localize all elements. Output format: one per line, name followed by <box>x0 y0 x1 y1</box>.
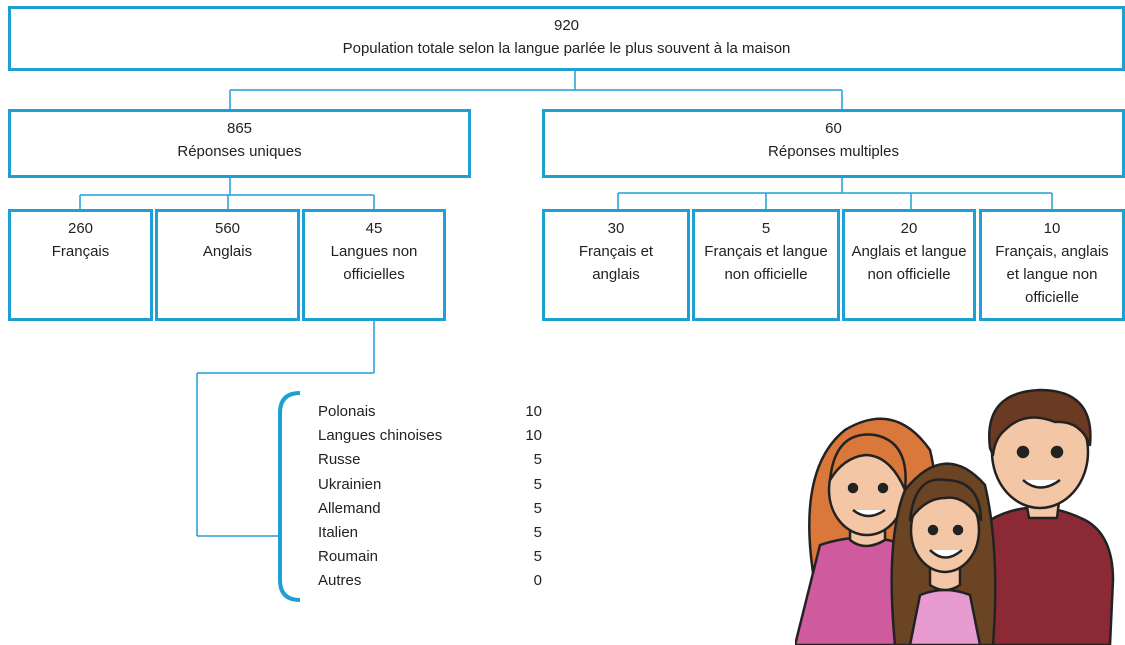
fr-en-value: 30 <box>607 220 625 237</box>
language-value: 5 <box>533 548 542 566</box>
fr-non-official-label-2: non officielle <box>724 266 808 283</box>
francais-value: 260 <box>67 220 94 237</box>
list-item: Langues chinoises 10 <box>318 424 542 448</box>
anglais-box: 560 Anglais <box>155 209 300 321</box>
language-value: 10 <box>525 403 542 420</box>
fr-en-non-official-label-2: et langue non <box>1006 266 1098 283</box>
fr-en-non-official-label-3: officielle <box>1025 289 1079 306</box>
francais-label: Français <box>51 243 110 260</box>
fr-en-label-2: anglais <box>592 266 640 283</box>
fr-en-non-official-label-1: Français, anglais <box>995 243 1109 260</box>
non-official-label-1: Langues non <box>330 243 418 260</box>
fr-en-non-official-box: 10 Français, anglais et langue non offic… <box>979 209 1125 321</box>
francais-box: 260 Français <box>8 209 153 321</box>
list-item: Polonais 10 <box>318 400 542 424</box>
father-figure <box>983 388 1115 645</box>
anglais-label: Anglais <box>202 243 253 260</box>
non-official-breakdown-list: Polonais 10 Langues chinoises 10 Russe 5 Uk… <box>318 400 542 594</box>
fr-non-official-value: 5 <box>761 220 771 237</box>
language-value: 5 <box>533 475 542 493</box>
root-box: 920 Population totale selon la langue pa… <box>8 6 1125 71</box>
list-item: Italien 5 <box>318 521 542 545</box>
en-non-official-box: 20 Anglais et langue non officielle <box>842 209 976 321</box>
non-official-box: 45 Langues non officielles <box>302 209 446 321</box>
non-official-value: 45 <box>365 220 383 237</box>
fr-non-official-box: 5 Français et langue non officielle <box>692 209 840 321</box>
language-name: Allemand <box>318 499 381 517</box>
language-name: Italien <box>318 523 359 541</box>
language-value: 0 <box>533 572 542 590</box>
en-non-official-label-1: Anglais et langue <box>851 243 967 260</box>
language-name: Roumain <box>318 548 379 566</box>
list-item: Allemand 5 <box>318 497 542 521</box>
root-label: Population totale selon la langue parlée… <box>342 40 791 57</box>
language-value: 10 <box>525 427 542 445</box>
anglais-value: 560 <box>214 220 241 237</box>
en-non-official-label-2: non officielle <box>867 266 951 283</box>
language-value: 5 <box>533 499 542 517</box>
language-name: Langues chinoises <box>318 427 443 445</box>
fr-en-label-1: Français et <box>578 243 654 260</box>
list-item: Roumain 5 <box>318 545 542 569</box>
list-item: Autres 0 <box>318 569 542 593</box>
multiple-label: Réponses multiples <box>768 143 899 160</box>
non-official-label-2: officielles <box>343 266 405 283</box>
single-responses-box: 865 Réponses uniques <box>8 109 471 178</box>
root-value: 920 <box>553 17 580 34</box>
fr-en-box: 30 Français et anglais <box>542 209 690 321</box>
single-label: Réponses uniques <box>177 143 302 160</box>
bracket <box>278 391 301 602</box>
list-item: Russe 5 <box>318 448 542 472</box>
language-value: 5 <box>533 523 542 541</box>
language-name: Autres <box>318 572 362 590</box>
list-item: Ukrainien 5 <box>318 473 542 497</box>
fr-en-non-official-value: 10 <box>1043 220 1061 237</box>
daughter-figure <box>890 462 997 645</box>
multiple-value: 60 <box>825 120 842 137</box>
language-name: Ukrainien <box>318 475 382 493</box>
multiple-responses-box: 60 Réponses multiples <box>542 109 1125 178</box>
language-name: Russe <box>318 451 361 469</box>
language-name: Polonais <box>318 403 376 420</box>
language-value: 5 <box>533 451 542 469</box>
fr-non-official-label-1: Français et langue <box>704 243 828 260</box>
family-illustration <box>795 388 1115 645</box>
single-value: 865 <box>226 120 253 137</box>
en-non-official-value: 20 <box>900 220 918 237</box>
